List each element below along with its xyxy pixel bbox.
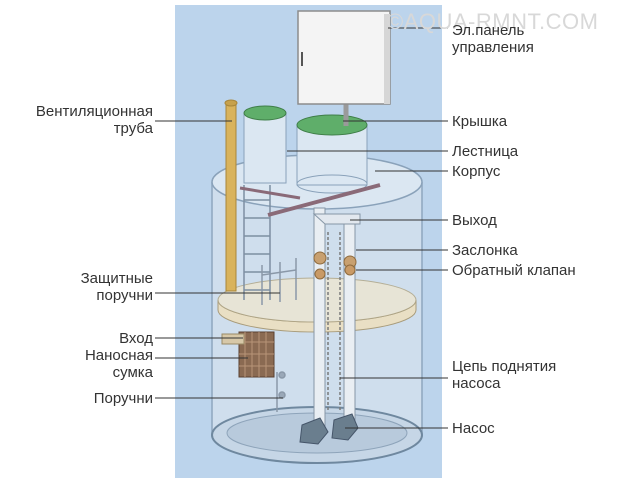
main-lid bbox=[296, 114, 368, 136]
label-guard-rails: Защитные поручни bbox=[80, 270, 153, 304]
label-inlet: Вход bbox=[119, 330, 153, 347]
label-ladder: Лестница bbox=[452, 143, 519, 160]
top-beam bbox=[267, 183, 381, 217]
control-panel-box bbox=[297, 10, 391, 105]
label-handrails: Поручни bbox=[93, 390, 153, 407]
vent-pipe bbox=[225, 102, 237, 292]
label-silt-bag: Наносная сумка bbox=[84, 347, 153, 381]
discharge-pipe-left bbox=[313, 207, 326, 429]
label-vent: Вентиляционная труба bbox=[35, 103, 153, 137]
vent-pipe-cap bbox=[224, 99, 238, 107]
label-pump-chain: Цепь поднятия насоса bbox=[452, 358, 557, 392]
left-lid bbox=[243, 105, 287, 121]
label-valve: Заслонка bbox=[452, 242, 518, 259]
handrails bbox=[276, 371, 286, 412]
main-neck-bottom bbox=[296, 174, 368, 194]
silt-bag-mesh bbox=[239, 332, 274, 377]
label-check-valve: Обратный клапан bbox=[452, 262, 576, 279]
label-lid: Крышка bbox=[452, 113, 508, 130]
label-body: Корпус bbox=[452, 163, 501, 180]
label-pump: Насос bbox=[452, 420, 495, 437]
leader-lines bbox=[155, 27, 448, 429]
top-beam-2 bbox=[239, 186, 301, 200]
valve-left bbox=[313, 251, 327, 265]
outlet-elbow bbox=[312, 213, 361, 225]
check-valve-left bbox=[314, 268, 326, 280]
panel-side bbox=[384, 14, 390, 104]
left-neck bbox=[243, 112, 287, 184]
pump-right bbox=[331, 413, 359, 441]
watermark: ©AQUA-RMNT.COM bbox=[387, 9, 599, 34]
ladder bbox=[243, 185, 271, 300]
discharge-pipe-right bbox=[343, 215, 356, 429]
pump-left bbox=[299, 417, 329, 445]
guard-rails bbox=[261, 258, 297, 305]
inlet-pipe bbox=[221, 333, 245, 345]
label-panel: Эл.панель управления bbox=[452, 22, 534, 56]
label-outlet: Выход bbox=[452, 212, 497, 229]
check-valve-right bbox=[344, 264, 356, 276]
